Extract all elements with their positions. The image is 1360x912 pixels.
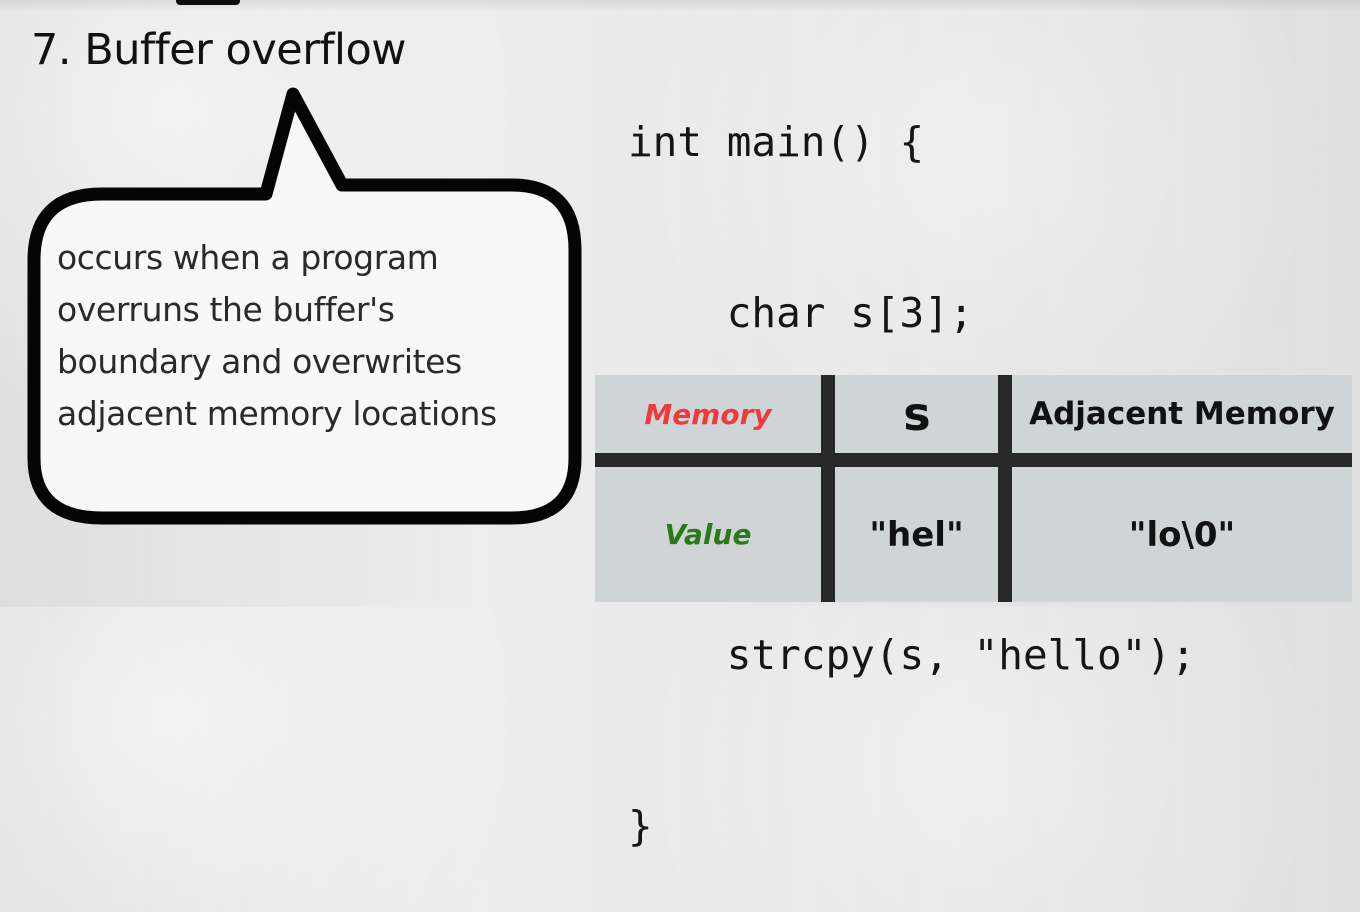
buffer-header-cell: s xyxy=(903,387,930,441)
callout-definition-text: occurs when a program overruns the buffe… xyxy=(57,238,497,433)
speech-callout: occurs when a program overruns the buffe… xyxy=(0,0,610,560)
memory-table xyxy=(595,375,1352,602)
code-line-main: int main() { xyxy=(628,118,925,166)
memory-row-label: Memory xyxy=(644,397,772,431)
table-vertical-divider-2 xyxy=(998,375,1012,602)
adjacent-memory-value-cell: "lo\0" xyxy=(1128,514,1236,555)
slide-title: 7. Buffer overflow xyxy=(31,25,406,75)
code-line-closing-brace: } xyxy=(628,802,653,850)
code-line-strcpy: strcpy(s, "hello"); xyxy=(628,631,1196,679)
clipped-heading-fragment xyxy=(176,0,240,5)
buffer-value-cell: "hel" xyxy=(869,514,964,555)
table-vertical-divider-1 xyxy=(821,375,835,602)
table-horizontal-divider xyxy=(595,453,1352,467)
speech-bubble-shape xyxy=(27,87,582,525)
slide-top-strip xyxy=(0,0,1360,12)
value-row-label: Value xyxy=(664,518,752,551)
adjacent-memory-header-cell: Adjacent Memory xyxy=(1029,396,1335,432)
code-line-buffer-declaration: char s[3]; xyxy=(628,289,974,337)
